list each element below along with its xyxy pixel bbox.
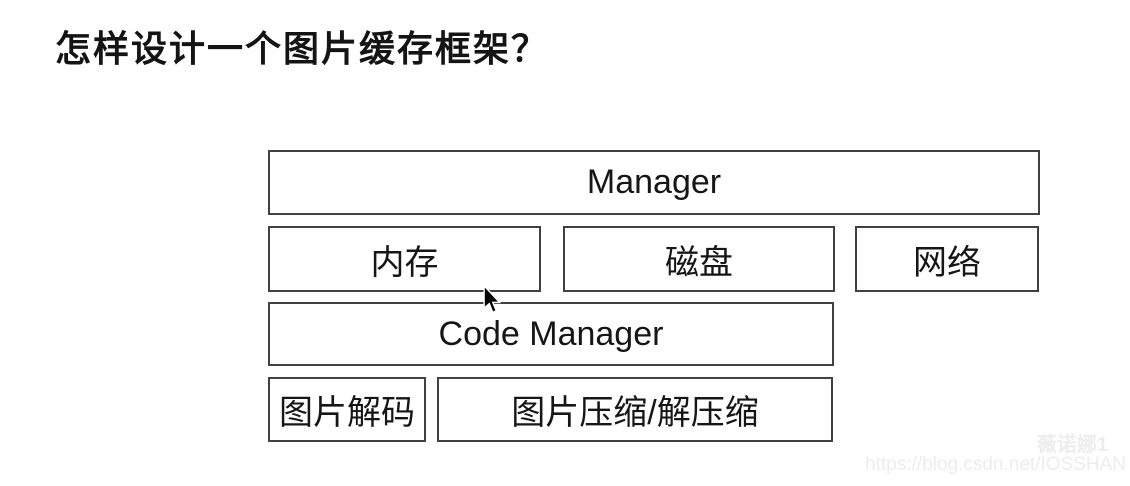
diagram-box-disk-cache: 磁盘 [563, 226, 835, 292]
watermark-url: https://blog.csdn.net/IOSSHAN [865, 454, 1126, 475]
diagram-box-image-compress-decompress: 图片压缩/解压缩 [437, 377, 833, 442]
diagram-box-image-decode: 图片解码 [268, 377, 426, 442]
diagram-box-memory-cache: 内存 [268, 226, 541, 292]
watermark-username: 薇诺娜1 [1036, 434, 1108, 456]
diagram-box-manager: Manager [268, 150, 1040, 215]
diagram-box-network: 网络 [855, 226, 1039, 292]
page-title: 怎样设计一个图片缓存框架？ [55, 28, 550, 69]
diagram-box-code-manager: Code Manager [268, 302, 834, 366]
